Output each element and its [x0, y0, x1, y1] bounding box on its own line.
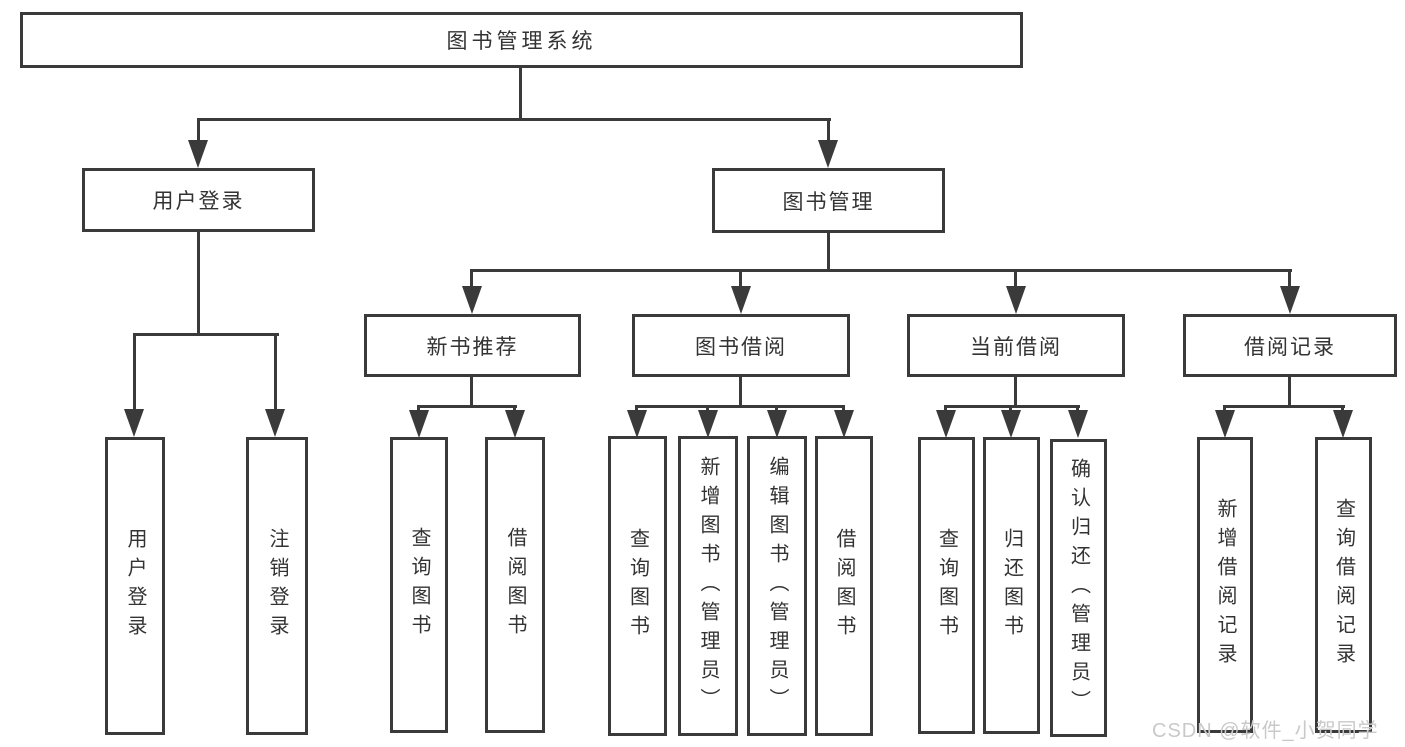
- connector-user-bar: [133, 333, 279, 336]
- arrow-user-leaf2-icon: [265, 409, 285, 437]
- leaf-s2-return-books: 归还图书: [983, 437, 1040, 734]
- node-new-book-recommend: 新书推荐: [364, 314, 581, 377]
- connector-s2-bar: [944, 405, 1080, 408]
- leaf-logout: 注销登录: [246, 437, 308, 735]
- node-book-management-branch: 图书管理: [712, 168, 945, 233]
- connector-section2-drop: [1014, 269, 1017, 292]
- arrow-section2-icon: [1006, 286, 1026, 314]
- arrow-s2-leaf3-icon: [1068, 410, 1088, 438]
- connector-root-stem: [519, 68, 522, 120]
- arrow-s2-leaf2-icon: [1001, 410, 1021, 438]
- node-current-borrow: 当前借阅: [907, 314, 1125, 377]
- leaf-s1-query-books: 查询图书: [608, 436, 667, 736]
- arrow-section3-icon: [1280, 286, 1300, 314]
- connector-root-bar: [197, 118, 831, 121]
- connector-s3-stem: [1288, 377, 1291, 408]
- node-book-borrow: 图书借阅: [632, 314, 850, 377]
- watermark: CSDN @软件_小贺同学: [1152, 720, 1379, 742]
- leaf-s1-borrow-books: 借阅图书: [815, 436, 873, 736]
- arrow-s1-leaf1-icon: [627, 410, 647, 438]
- node-root: 图书管理系统: [20, 12, 1023, 68]
- connector-section0-drop: [470, 269, 473, 292]
- arrow-user-leaf1-icon: [124, 409, 144, 437]
- leaf-s2-confirm-return-admin: 确认归还（管理员）: [1050, 439, 1107, 737]
- arrow-book-management-icon: [818, 140, 838, 168]
- arrow-s2-leaf1-icon: [936, 410, 956, 438]
- connector-s1-stem: [739, 377, 742, 408]
- connector-s0-stem: [470, 377, 473, 408]
- arrow-s1-leaf4-icon: [834, 410, 854, 438]
- leaf-s0-borrow-books: 借阅图书: [485, 437, 545, 733]
- node-user-login-branch: 用户登录: [82, 168, 315, 232]
- connector-user-drop: [197, 118, 200, 144]
- arrow-user-login-icon: [188, 140, 208, 168]
- arrow-s0-leaf1-icon: [409, 410, 429, 438]
- connector-s1-bar: [635, 405, 845, 408]
- arrow-s0-leaf2-icon: [505, 410, 525, 438]
- leaf-s0-query-books: 查询图书: [390, 437, 448, 733]
- connector-book-stem: [827, 233, 830, 272]
- leaf-s2-query-books: 查询图书: [918, 437, 975, 734]
- arrow-section1-icon: [731, 286, 751, 314]
- node-borrow-records: 借阅记录: [1183, 314, 1397, 377]
- leaf-s3-query-borrow-record: 查询借阅记录: [1315, 437, 1372, 733]
- arrow-s1-leaf3-icon: [767, 410, 787, 438]
- leaf-s3-add-borrow-record: 新增借阅记录: [1197, 437, 1253, 733]
- arrow-s3-leaf2-icon: [1333, 410, 1353, 438]
- arrow-section0-icon: [462, 286, 482, 314]
- leaf-s1-add-books-admin: 新增图书（管理员）: [678, 436, 738, 736]
- connector-user-leaf2-drop: [274, 333, 277, 413]
- connector-section1-drop: [739, 269, 742, 292]
- connector-book-bar: [470, 269, 1292, 272]
- arrow-s3-leaf1-icon: [1215, 410, 1235, 438]
- connector-section3-drop: [1288, 269, 1291, 292]
- connector-s2-stem: [1014, 377, 1017, 408]
- connector-user-stem: [197, 232, 200, 336]
- leaf-s1-edit-books-admin: 编辑图书（管理员）: [747, 436, 807, 736]
- connector-book-drop: [827, 118, 830, 144]
- connector-user-leaf1-drop: [133, 333, 136, 413]
- leaf-user-login: 用户登录: [105, 437, 165, 735]
- connector-s0-bar: [417, 405, 517, 408]
- arrow-s1-leaf2-icon: [698, 410, 718, 438]
- connector-s3-bar: [1223, 405, 1345, 408]
